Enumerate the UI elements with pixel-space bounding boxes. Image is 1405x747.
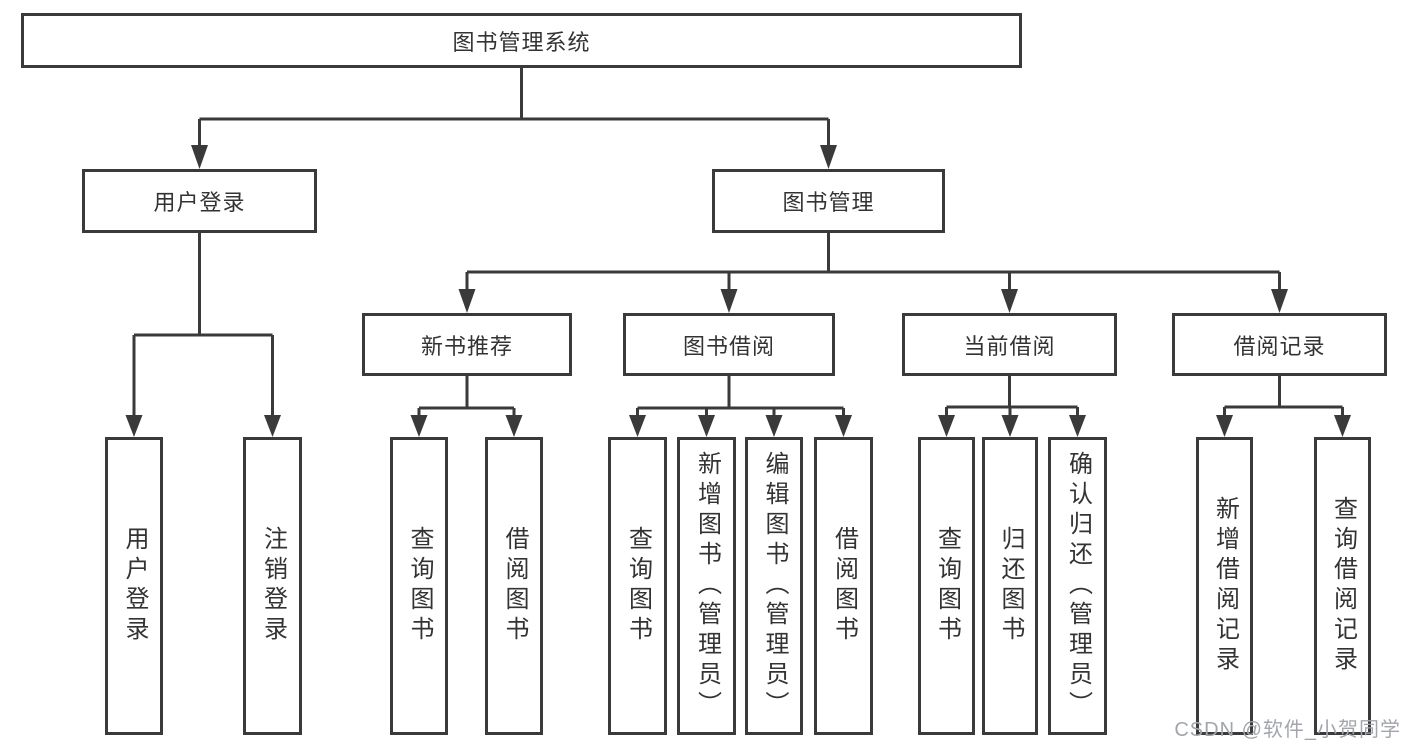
leaf-borrow-books-recommend: 借阅图书 [485,437,543,735]
node-book-management: 图书管理 [712,169,945,233]
leaf-query-books-borrowing: 查询图书 [608,437,667,735]
leaf-query-books-recommend: 查询图书 [390,437,448,735]
node-label: 新增借阅记录 [1211,496,1239,676]
leaf-logout: 注销登录 [243,437,302,735]
node-current-borrowing: 当前借阅 [902,313,1117,376]
node-label: 注销登录 [259,526,287,646]
node-label: 借阅图书 [501,526,528,646]
node-user-login: 用户登录 [82,169,317,233]
node-book-borrowing: 图书借阅 [623,313,835,376]
node-library-management-system: 图书管理系统 [21,13,1022,68]
node-label: 查询图书 [624,526,652,646]
leaf-return-books: 归还图书 [982,437,1038,735]
leaf-query-borrow-record: 查询借阅记录 [1314,437,1371,735]
node-new-book-recommendation: 新书推荐 [362,313,572,376]
csdn-watermark: CSDN @软件_小贺同学 [1174,719,1401,741]
node-label: 查询图书 [406,526,433,646]
leaf-edit-book-admin: 编辑图书（管理员） [745,437,803,735]
node-label: 用户登录 [121,526,148,646]
leaf-add-borrow-record: 新增借阅记录 [1196,437,1253,735]
node-borrowing-records: 借阅记录 [1172,313,1387,376]
node-label: 新增图书（管理员） [693,451,721,721]
leaf-borrow-books-borrowing: 借阅图书 [814,437,873,735]
arrowheads [125,145,1351,437]
node-label: 确认归还（管理员） [1064,451,1092,721]
leaf-add-book-admin: 新增图书（管理员） [677,437,736,735]
leaf-query-books-current: 查询图书 [918,437,975,735]
leaf-user-login: 用户登录 [105,437,163,735]
node-label: 查询图书 [933,526,961,646]
node-label: 归还图书 [997,526,1024,646]
leaf-confirm-return-admin: 确认归还（管理员） [1048,437,1107,735]
connector-paths [132,68,1344,419]
node-label: 查询借阅记录 [1329,496,1357,676]
node-label: 编辑图书（管理员） [761,451,788,721]
node-label: 借阅图书 [830,526,858,646]
